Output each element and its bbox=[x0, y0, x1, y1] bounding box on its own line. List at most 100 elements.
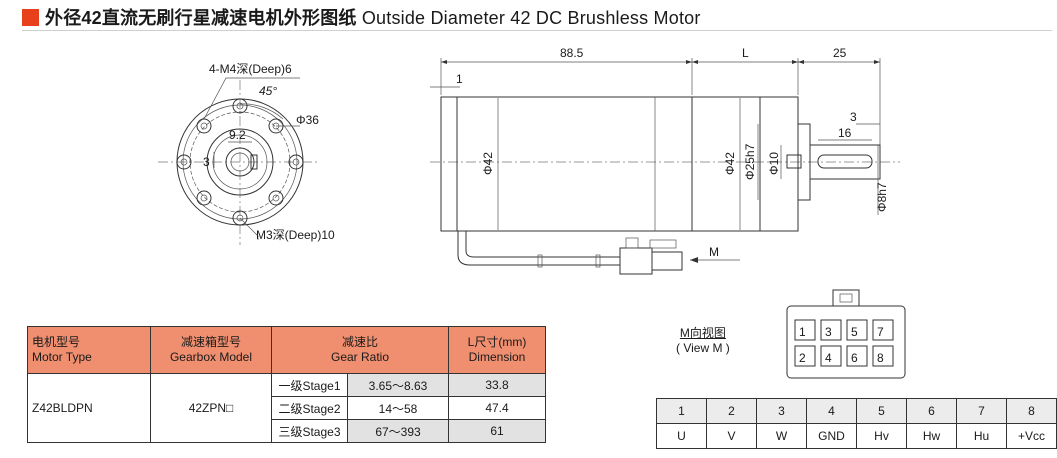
connector-plug bbox=[651, 251, 683, 271]
shaft-bore-circle bbox=[230, 152, 250, 172]
table-row: 二级Stage2 14～58 47.4 bbox=[28, 396, 546, 420]
page-title: 外径42直流无刷行星减速电机外形图纸 Outside Diameter 42 D… bbox=[45, 4, 701, 30]
pin-number: 8 bbox=[1006, 398, 1057, 424]
dim-shaft-base: Φ10 bbox=[767, 152, 781, 175]
cell-dimension: 47.4 bbox=[448, 396, 546, 420]
view-label-en: ( View M ) bbox=[676, 341, 730, 355]
cell-stage: 三级Stage3 bbox=[271, 419, 348, 443]
table-row: 三级Stage3 67～393 61 bbox=[28, 419, 546, 443]
inner-flange-circle bbox=[182, 104, 298, 220]
pins-top-row: 1 3 5 7 bbox=[794, 319, 894, 341]
dim-gear-length: L bbox=[742, 46, 749, 60]
dim-flange: 1 bbox=[456, 72, 463, 86]
dim-shaft: Φ8h7 bbox=[875, 182, 889, 212]
pin-signal-row: U V W GND Hv Hw Hu +Vcc bbox=[656, 423, 1057, 449]
pin-label-5: 5 bbox=[851, 325, 858, 339]
pin-number: 5 bbox=[856, 398, 907, 424]
key-slot bbox=[250, 154, 258, 170]
cell-ratio: 67～393 bbox=[347, 419, 449, 443]
pin-label-4: 4 bbox=[825, 351, 832, 365]
pin-label-6: 6 bbox=[851, 351, 858, 365]
connector-label: M bbox=[709, 245, 719, 259]
pin-number: 2 bbox=[706, 398, 757, 424]
hub-outer-circle bbox=[206, 128, 274, 196]
pin-signal: V bbox=[706, 423, 757, 449]
leader-tapped-holes bbox=[203, 77, 300, 120]
cell-gearbox-model: 42ZPN□ bbox=[150, 373, 272, 443]
cell-motor-type: Z42BLDPN bbox=[27, 373, 151, 443]
title-divider bbox=[22, 30, 1052, 31]
pin-signal: U bbox=[656, 423, 707, 449]
label-pcd: Φ36 bbox=[296, 113, 319, 127]
label-tapped-holes: 4-M4深(Deep)6 bbox=[209, 62, 292, 76]
cell-stage: 一级Stage1 bbox=[271, 373, 348, 397]
pin-number: 1 bbox=[656, 398, 707, 424]
cable-lower bbox=[465, 231, 620, 258]
title-cn: 外径42直流无刷行星减速电机外形图纸 bbox=[45, 8, 357, 28]
shaft-circle bbox=[225, 147, 255, 177]
pin-assignment-table: 1 2 3 4 5 6 7 8 U V W GND Hv Hw Hu +Vcc bbox=[656, 398, 1057, 449]
title-marker bbox=[22, 8, 39, 26]
table-row: Z42BLDPN 42ZPN□ 一级Stage1 3.65～8.63 33.8 bbox=[27, 373, 546, 443]
pin-label-7: 7 bbox=[877, 325, 884, 339]
front-view: 4-M4深(Deep)6 45° Φ36 9.2 3 M3深(Deep)10 bbox=[158, 62, 335, 245]
cable-upper bbox=[457, 231, 620, 266]
dim-key-offset: 3 bbox=[850, 110, 857, 124]
shaft-keyway bbox=[817, 154, 873, 169]
pin-number: 4 bbox=[806, 398, 857, 424]
pin-signal: Hu bbox=[956, 423, 1007, 449]
connector-housing bbox=[786, 305, 906, 379]
pcd-circle bbox=[189, 111, 291, 213]
rear-cap bbox=[440, 96, 458, 232]
hub-inner-circle bbox=[212, 134, 268, 190]
cell-stage: 二级Stage2 bbox=[271, 396, 348, 420]
page-header: 外径42直流无刷行星减速电机外形图纸 Outside Diameter 42 D… bbox=[22, 4, 701, 30]
cell-dimension: 33.8 bbox=[448, 373, 546, 397]
cell-ratio: 3.65～8.63 bbox=[347, 373, 449, 397]
pin-signal: GND bbox=[806, 423, 857, 449]
pin-label-2: 2 bbox=[799, 351, 806, 365]
dim-total-length: 88.5 bbox=[560, 46, 584, 60]
mounting-holes bbox=[176, 98, 304, 226]
cell-dimension: 61 bbox=[448, 419, 546, 443]
pin-label-3: 3 bbox=[825, 325, 832, 339]
pin-number: 7 bbox=[956, 398, 1007, 424]
pin-signal: W bbox=[756, 423, 807, 449]
output-shaft bbox=[809, 144, 881, 180]
leader-bottom-holes bbox=[239, 217, 259, 240]
label-side: 3 bbox=[203, 155, 210, 169]
title-en: Outside Diameter 42 DC Brushless Motor bbox=[361, 8, 701, 28]
connector-face: 1 3 5 7 2 4 6 8 bbox=[786, 289, 906, 379]
connector-view-caption: M向视图 ( View M ) bbox=[676, 326, 730, 356]
pins-bottom-row: 2 4 6 8 bbox=[794, 345, 894, 367]
pin-signal: Hv bbox=[856, 423, 907, 449]
pin-label-1: 1 bbox=[799, 325, 806, 339]
dim-diameter-gear: Φ42 bbox=[723, 152, 737, 175]
pin-label-8: 8 bbox=[877, 351, 884, 365]
view-label-cn: M向视图 bbox=[679, 326, 726, 340]
label-bottom-holes: M3深(Deep)10 bbox=[256, 228, 335, 242]
header-dimension: L尺寸(mm)Dimension bbox=[448, 326, 546, 374]
dim-spigot: Φ25h7 bbox=[743, 143, 757, 180]
dim-key-length: 16 bbox=[838, 126, 852, 140]
pin-signal: Hw bbox=[906, 423, 957, 449]
angle-arc bbox=[239, 103, 284, 120]
side-view: 88.5 L 25 1 Φ42 Φ42 Φ25h7 Φ10 Φ8h7 3 16 bbox=[430, 46, 900, 275]
pin-number-row: 1 2 3 4 5 6 7 8 bbox=[656, 398, 1057, 424]
pin-number: 3 bbox=[756, 398, 807, 424]
connector-body bbox=[619, 247, 653, 275]
cell-ratio: 14～58 bbox=[347, 396, 449, 420]
dim-shaft-length: 25 bbox=[833, 46, 847, 60]
label-center: 9.2 bbox=[229, 128, 246, 142]
pin-signal: +Vcc bbox=[1006, 423, 1057, 449]
pin-number: 6 bbox=[906, 398, 957, 424]
label-angle: 45° bbox=[259, 84, 277, 98]
dim-diameter-body: Φ42 bbox=[481, 152, 495, 175]
shaft-key bbox=[786, 154, 802, 169]
